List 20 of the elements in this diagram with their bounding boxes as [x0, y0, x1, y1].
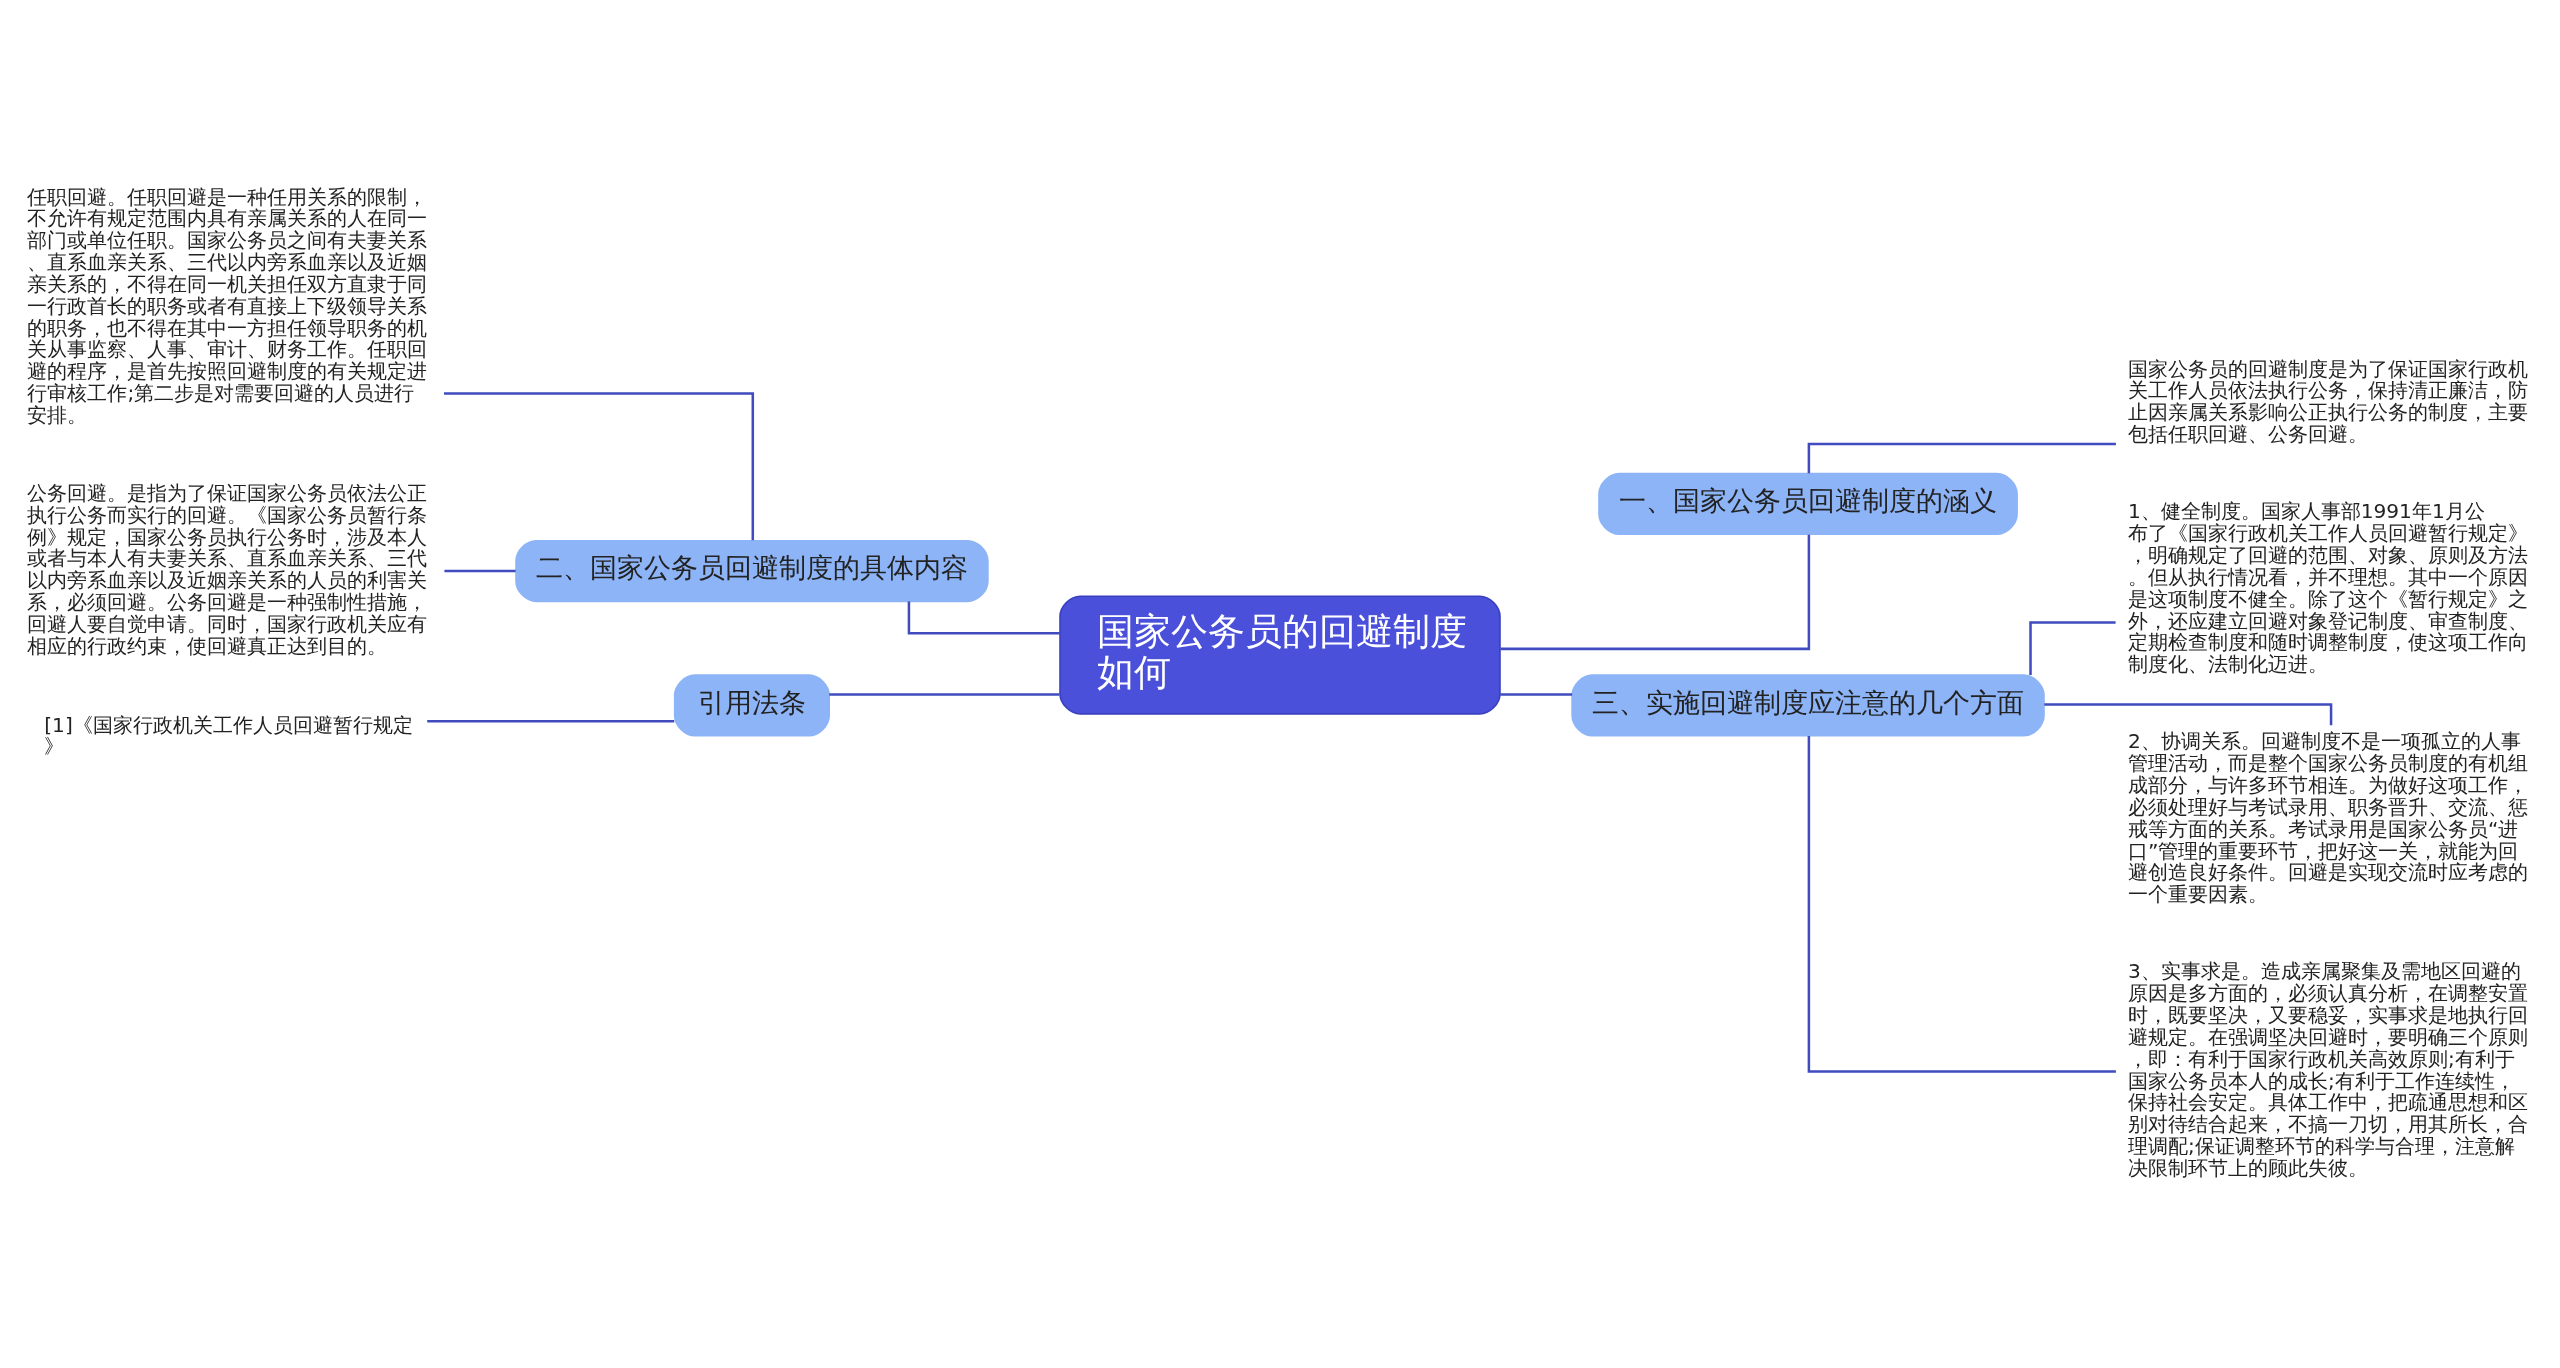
connector: [1807, 736, 2116, 1073]
connector: [829, 693, 1060, 696]
connector: [2029, 621, 2116, 676]
node-text: 3、实事求是。造成亲属聚集及需地区回避的原因是多方面的，必须认真分析，在调整安置时，既要坚决，又要稳妥，实事求是地执行回避规定。在强调坚决回避时，要明确三个原则，即：有利于国家行政机关高效原则;有利于国家公务员本人的成长;有利于工作连续性，保持社会安定。具体工作中，把疏通思想和区别对待结合起来，不搞一刀切，用其所长，合理调配;保证调整环节的科学与合理，注意解决限制环节上的顾此失彼。: [2127, 959, 2528, 1180]
node-box: 三、实施回避制度应注意的几个方面: [1571, 674, 2045, 737]
connector: [1500, 693, 1573, 696]
node-box: 一、国家公务员回避制度的涵义: [1598, 472, 2018, 535]
connector: [444, 569, 516, 573]
node-text: [1]《国家行政机关工作人员回避暂行规定》: [44, 712, 413, 759]
connector: [444, 392, 755, 541]
connector: [427, 720, 675, 723]
node-text: 2、协调关系。回避制度不是一项孤立的人事管理活动，而是整个国家公务员制度的有机组成部分，与许多环节相连。为做好这项工作，必须处理好与考试录用、职务晋升、交流、惩戒等方面的关系。考试录用是国家公务员“进口”管理的重要环节，把好这一关，就能为回避创造良好条件。回避是实现交流时应考虑的一个重要因素。: [2127, 729, 2528, 907]
node-box: 二、国家公务员回避制度的具体内容: [515, 540, 989, 603]
node-box: 国家公务员的回避制度如何: [1059, 595, 1501, 715]
node-text: 任职回避。任职回避是一种任用关系的限制，不允许有规定范围内具有亲属关系的人在同一部门或单位任职。国家公务员之间有夫妻关系、直系血亲关系、三代以内旁系血亲以及近姻亲关系的，不得在同一机关担任双方直隶于同一行政首长的职务或者有直接上下级领导关系的职务，也不得在其中一方担任领导职务的机关从事监察、人事、审计、财务工作。任职回避的程序，是首先按照回避制度的有关规定进行审核工作;第二步是对需要回避的人员进行安排。: [27, 184, 428, 427]
node-text: 国家公务员的回避制度是为了保证国家行政机关工作人员依法执行公务，保持清正廉洁，防止因亲属关系影响公正执行公务的制度，主要包括任职回避、公务回避。: [2127, 356, 2528, 447]
node-text: 1、健全制度。国家人事部1991年1月公布了《国家行政机关工作人员回避暂行规定》，明确规定了回避的范围、对象、原则及方法。但从执行情况看，并不理想。其中一个原因是这项制度不健全。除了这个《暂行规定》之外，还应建立回避对象登记制度、审查制度、定期检查制度和随时调整制度，使这项工作向制度化、法制化迈进。: [2127, 499, 2528, 677]
node-text: 公务回避。是指为了保证国家公务员依法公正执行公务而实行的回避。《国家公务员暂行条例》规定，国家公务员执行公务时，涉及本人或者与本人有夫妻关系、直系血亲关系、三代以内旁系血亲以及近姻亲关系的人员的利害关系，必须回避。公务回避是一种强制性措施，回避人要自觉申请。同时，国家行政机关应有相应的行政约束，使回避真正达到目的。: [27, 480, 428, 658]
node-box: 引用法条: [673, 674, 831, 737]
connector: [1500, 534, 1811, 651]
